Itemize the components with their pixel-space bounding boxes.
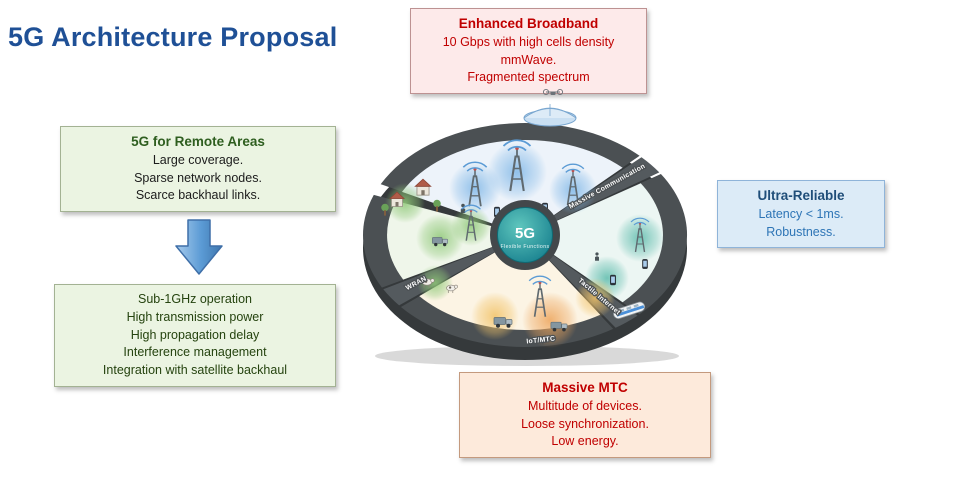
callout-line: Fragmented spectrum xyxy=(467,70,590,85)
callout-line: Sub-1GHz operation xyxy=(138,292,252,306)
callout-remote-solution: Sub-1GHz operation High transmission pow… xyxy=(54,284,336,387)
callout-line: 10 Gbps with high cells density xyxy=(442,34,615,49)
drone-icon xyxy=(542,88,564,96)
smartphone-icon xyxy=(642,258,648,270)
callout-line: High transmission power xyxy=(126,309,264,324)
callout-line: Scarce backhaul links. xyxy=(135,188,261,203)
sector-tactile-internet xyxy=(525,183,663,303)
callout-line: Interference management xyxy=(123,345,267,360)
callout-line: Large coverage. xyxy=(152,152,244,167)
callout-line: Low energy. xyxy=(551,434,619,449)
center-hub: 5G Flexible Functions xyxy=(490,200,560,270)
callout-line: mmWave. xyxy=(500,52,557,67)
callout-ultra-reliable: Ultra-Reliable Latency < 1ms. Robustness… xyxy=(717,180,885,249)
callout-line: Loose synchronization. xyxy=(521,416,649,431)
cell-coverage-circles xyxy=(385,142,664,348)
callout-remote-areas: 5G for Remote Areas Large coverage. Spar… xyxy=(60,126,336,213)
callout-title: Ultra-Reliable xyxy=(757,188,845,203)
callout-line: Latency < 1ms. xyxy=(758,206,844,221)
down-arrow-icon xyxy=(175,219,223,275)
callout-line: Multitude of devices. xyxy=(528,398,642,413)
callout-enhanced-broadband: Enhanced Broadband 10 Gbps with high cel… xyxy=(410,8,647,95)
callout-title: Enhanced Broadband xyxy=(458,16,599,31)
5g-wheel-diagram: Massive Communication Tactile Internet I… xyxy=(363,88,688,366)
hub-flexible-functions-label: Flexible Functions xyxy=(500,244,549,250)
callout-line: Integration with satellite backhaul xyxy=(102,363,288,377)
page-title: 5G Architecture Proposal xyxy=(8,22,338,52)
callout-title: Massive MTC xyxy=(542,380,628,395)
hub-5g-label: 5G xyxy=(515,225,535,242)
callout-line: Robustness. xyxy=(766,224,836,239)
smartphone-icon xyxy=(609,274,617,286)
callout-massive-mtc: Massive MTC Multitude of devices. Loose … xyxy=(459,372,711,459)
callout-line: High propagation delay xyxy=(130,327,260,342)
stadium-icon xyxy=(523,103,577,127)
callout-line: Sparse network nodes. xyxy=(134,170,262,185)
callout-title: 5G for Remote Areas xyxy=(131,134,265,149)
